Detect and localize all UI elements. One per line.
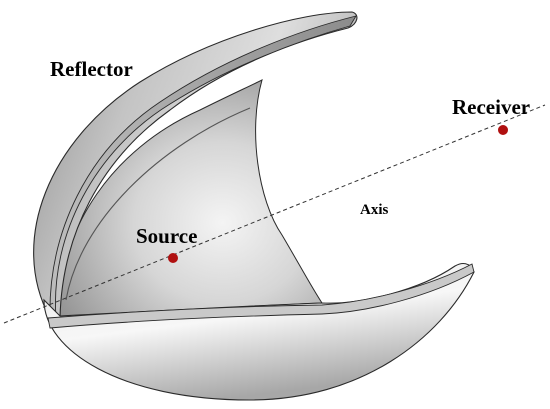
source-point xyxy=(168,253,178,263)
receiver-point xyxy=(498,125,508,135)
receiver-label: Receiver xyxy=(452,95,530,119)
axis-line xyxy=(3,104,546,324)
bottom-rim-edge xyxy=(47,263,475,329)
source-label: Source xyxy=(136,224,197,248)
axis-label: Axis xyxy=(360,202,389,218)
reflector-label: Reflector xyxy=(50,57,133,81)
inner-seam-line xyxy=(65,107,251,301)
top-rim-edge xyxy=(49,15,357,319)
